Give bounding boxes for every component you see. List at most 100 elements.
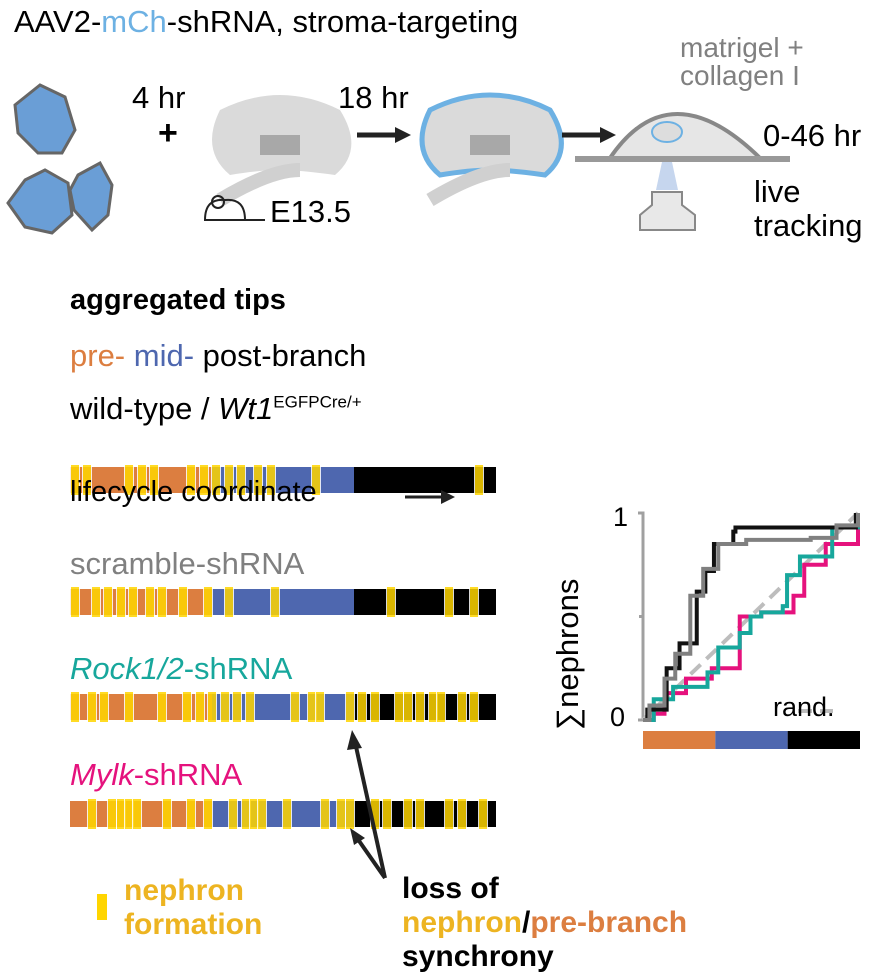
nephron-formation-mark [244,691,255,723]
nephron-formation-mark [456,798,467,830]
nephron-formation-mark [99,691,110,723]
legend-label-2: formation [124,908,263,941]
nephron-formation-mark [311,464,322,496]
nephron-formation-mark [219,691,230,723]
phase-segment-mid [212,589,354,615]
mouse-icon [203,195,265,221]
note-line-1: loss of [402,872,499,905]
nephron-formation-mark [236,464,247,496]
condition-label-scramble: scramble-shRNA [70,546,305,581]
step2-time: 18 hr [338,80,409,115]
nephron-formation-mark [124,464,135,496]
y-tick-0: 0 [610,702,626,732]
allele-superscript: EGFPCre/+ [273,392,362,412]
nephron-formation-mark [86,798,97,830]
nephron-formation-mark [290,691,301,723]
note-line-3: synchrony [402,940,554,973]
nephron-formation-mark [477,798,488,830]
series-line-wild-type [643,513,858,722]
nephron-formation-mark [203,798,214,830]
tips-heading: aggregated tips [70,284,286,316]
nephron-formation-mark [70,464,80,496]
nephron-formation-mark [269,586,280,618]
virus-icon [6,83,114,235]
axis-label-text: lifecycle coordinate [70,476,317,508]
nephron-formation-mark [232,691,243,723]
nephron-formation-mark [124,691,135,723]
title-mch: mCh [101,4,167,39]
rand-label: rand. [773,692,835,722]
arrow-icon [562,127,616,143]
nephron-formation-mark [369,691,380,723]
nephron-formation-mark [344,798,355,830]
nephron-formation-mark [402,798,413,830]
nephron-formation-mark [157,586,168,618]
nephron-formation-mark [456,691,467,723]
nephron-formation-mark [132,798,143,830]
gene-name: Wt1 [218,391,274,426]
step1-time: 4 hr [132,80,186,115]
nephron-formation-mark [436,691,447,723]
imaging-time: 0-46 hr [763,118,862,153]
legend-label-1: nephron [124,874,244,907]
nephron-formation-mark [469,586,480,618]
nephron-formation-mark [182,691,193,723]
nephron-formation-mark [282,798,293,830]
note-line-2: nephron/pre-branch [402,908,687,938]
nephron-formation-mark [82,464,93,496]
phase-post-label: post-branch [202,338,367,373]
nephron-formation-mark [473,464,484,496]
nephron-formation-mark [186,464,197,496]
nephron-formation-mark [144,586,155,618]
nephron-formation-mark [319,798,330,830]
phase-mid-label: mid- [133,338,195,373]
gene-name: Rock1/2 [70,651,184,686]
axis-label: lifecycle coordinate [70,478,317,507]
label-text: -shRNA [133,757,243,792]
plus-sign: + [158,114,178,152]
nephron-formation-mark [211,464,222,496]
nephron-formation-mark [186,798,197,830]
nephron-formation-mark [253,464,264,496]
nephron-formation-mark [161,798,172,830]
tip-bar-mylk [70,798,496,830]
nephron-formation-mark [136,464,147,496]
y-axis [638,511,645,722]
nephron-formation-mark [194,691,205,723]
nephron-formation-mark [357,691,368,723]
y-tick-1: 1 [613,502,629,532]
nephron-formation-mark [469,691,480,723]
gene-name: Mylk [70,757,134,792]
nephron-formation-mark [415,691,426,723]
stage-label: E13.5 [270,194,352,229]
nephron-formation-mark [157,691,168,723]
arrow-right-icon [405,490,455,504]
title-suffix: -shRNA, stroma-targeting [166,4,519,39]
infected-kidney-icon [419,92,564,207]
nephron-formation-mark [90,586,101,618]
tip-bar-rock [70,691,496,723]
nephron-formation-mark [265,464,276,496]
nephron-formation-mark [128,586,139,618]
gel-label-1: matrigel + [680,32,804,63]
label-text: -shRNA [183,651,293,686]
nephron-formation-mark [257,798,268,830]
schematic-title: AAV2-mCh-shRNA, stroma-targeting [14,6,518,37]
nephron-legend-swatch [96,893,108,921]
tip-bar-scramble [70,586,496,618]
nephron-formation-mark [223,464,234,496]
phase-bar-pre [643,731,716,749]
phase-bar-post [787,731,860,749]
nephron-formation-mark [386,586,397,618]
tip-bar-wild-type [70,464,496,496]
series-line-scramble-shrna [643,513,860,722]
gel-label-2: collagen I [680,60,800,91]
nephron-formation-mark [315,691,326,723]
y-axis-label: ∑nephrons [550,520,592,730]
nephron-formation-mark [402,691,413,723]
nephron-formation-mark [415,798,426,830]
y-axis-label-text: ∑nephrons [550,578,585,730]
nephron-formation-mark [198,464,209,496]
